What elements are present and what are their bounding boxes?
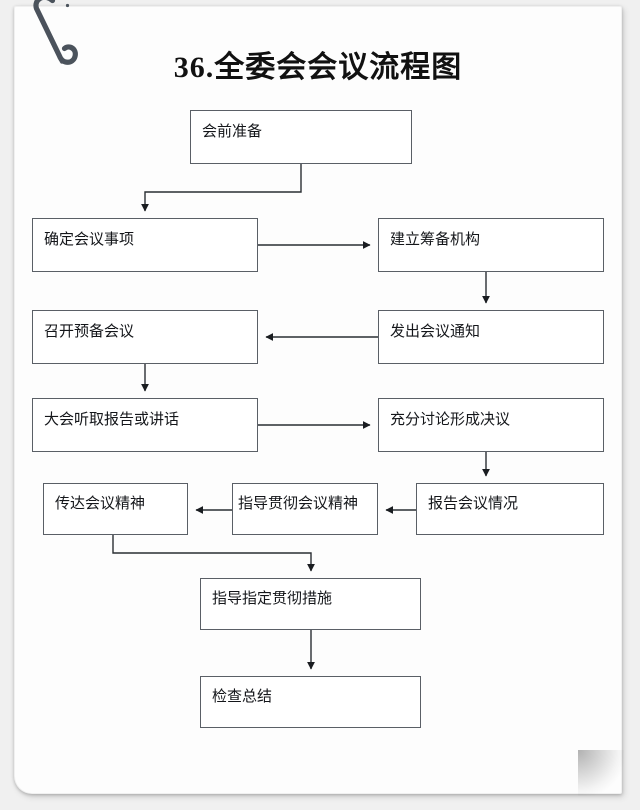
flow-node-label: 报告会议情况 xyxy=(428,495,519,512)
flow-node-召开预备会议[interactable]: 召开预备会议 xyxy=(32,310,258,364)
flow-node-label: 检查总结 xyxy=(212,688,273,705)
flow-node-指导贯彻会议精神[interactable]: 指导贯彻会议精神 xyxy=(232,483,378,535)
flow-node-label: 确定会议事项 xyxy=(44,231,135,248)
flow-node-建立筹备机构[interactable]: 建立筹备机构 xyxy=(378,218,604,272)
flow-node-指导指定贯彻措施[interactable]: 指导指定贯彻措施 xyxy=(200,578,421,630)
flow-node-label: 充分讨论形成决议 xyxy=(390,411,511,428)
flow-node-label: 指导贯彻会议精神 xyxy=(238,495,359,512)
flow-node-label: 指导指定贯彻措施 xyxy=(212,590,333,607)
edge-n1-n2 xyxy=(141,164,302,212)
flow-node-label: 会前准备 xyxy=(202,123,263,140)
flow-node-label: 召开预备会议 xyxy=(44,323,135,340)
flow-node-发出会议通知[interactable]: 发出会议通知 xyxy=(378,310,604,364)
flow-node-会前准备[interactable]: 会前准备 xyxy=(190,110,412,164)
flow-node-label: 传达会议精神 xyxy=(55,495,146,512)
paper-sheet: 36.全委会会议流程图 xyxy=(14,6,624,796)
flow-node-label: 发出会议通知 xyxy=(390,323,481,340)
flow-node-确定会议事项[interactable]: 确定会议事项 xyxy=(32,218,258,272)
edge-n8-n11 xyxy=(112,535,315,572)
flow-connectors xyxy=(112,164,490,670)
flow-node-报告会议情况[interactable]: 报告会议情况 xyxy=(416,483,604,535)
flow-node-充分讨论形成决议[interactable]: 充分讨论形成决议 xyxy=(378,398,604,452)
flow-node-大会听取报告或讲话[interactable]: 大会听取报告或讲话 xyxy=(32,398,258,452)
flow-node-label: 建立筹备机构 xyxy=(390,231,481,248)
flow-node-检查总结[interactable]: 检查总结 xyxy=(200,676,421,728)
flow-node-传达会议精神[interactable]: 传达会议精神 xyxy=(43,483,188,535)
page-title: 36.全委会会议流程图 xyxy=(173,51,463,84)
flowchart: 会前准备 确定会议事项 建立筹备机构 召开预备会议 发出会议通知 大会听取报告或… xyxy=(14,6,622,794)
flow-node-label: 大会听取报告或讲话 xyxy=(44,411,180,428)
